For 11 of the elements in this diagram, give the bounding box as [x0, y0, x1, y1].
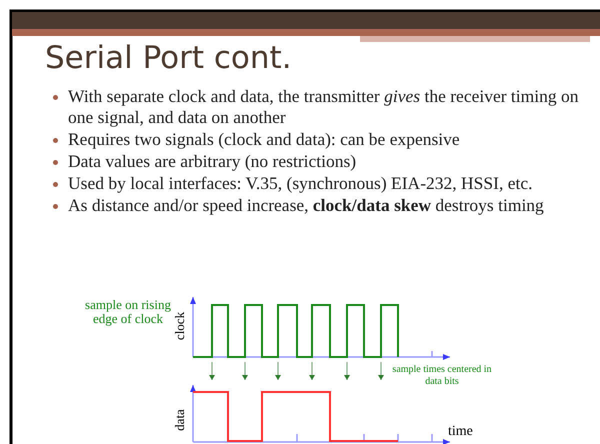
annotation-text: sample on rising edge of clock [84, 298, 172, 326]
axis-label: time [448, 424, 473, 440]
bullet-text: Used by local interfaces: V.35, (synchronous) EIA-232, HSSI, etc. [68, 173, 534, 194]
bullet-text: Requires two signals (clock and data): can be expensive [68, 129, 461, 150]
bullet-text: Data values are arbitrary (no restrictions) [68, 151, 358, 172]
axis-label: data [172, 408, 188, 433]
bullet-text: With separate clock and data, the transmitter gives the receiver timing on one signal, and data on another [68, 86, 580, 128]
bullet-text: As distance and/or speed increase, clock/data skew destroys timing [68, 195, 545, 216]
axis-label: clock [172, 310, 188, 342]
annotation-text: sample times centered in data bits [391, 364, 493, 388]
slide-title: Serial Port cont. [45, 40, 292, 76]
